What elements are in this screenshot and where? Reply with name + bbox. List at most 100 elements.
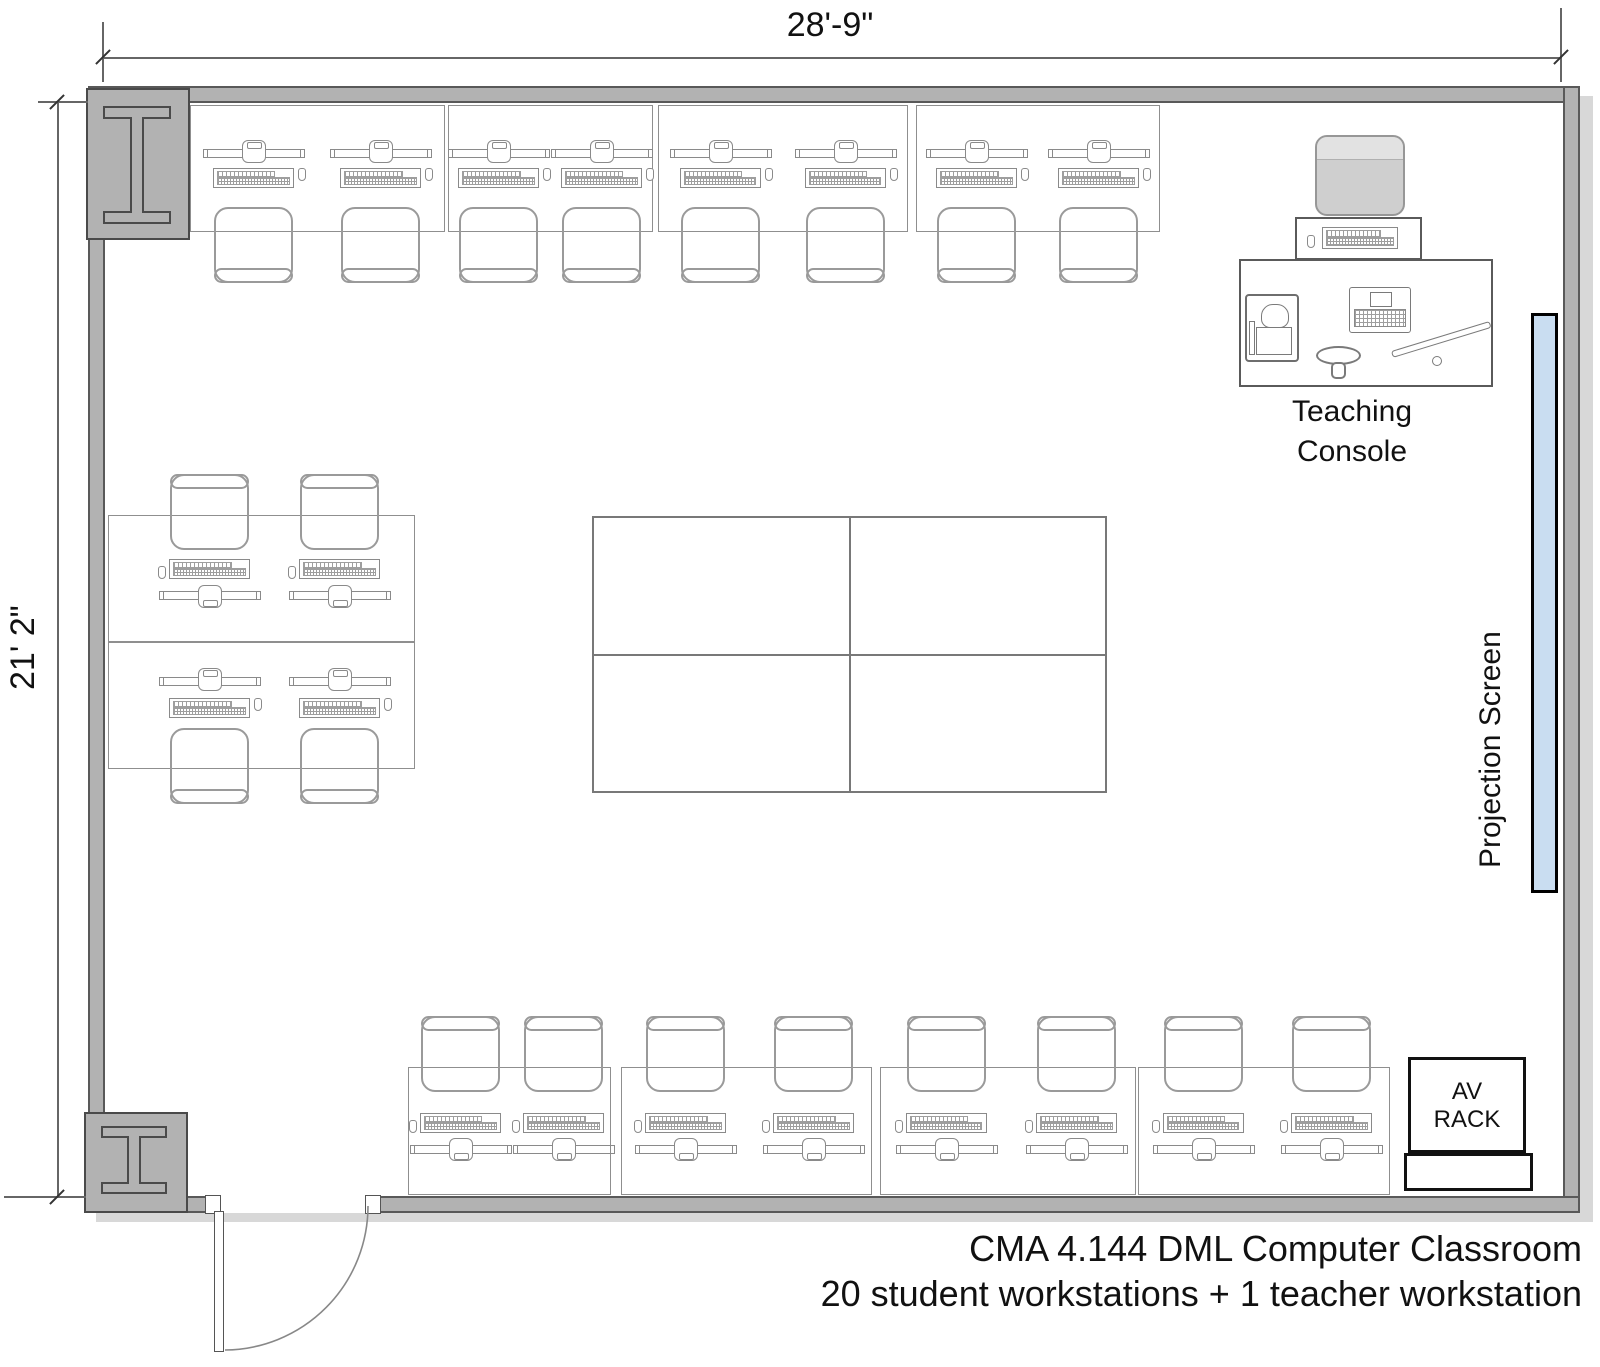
mouse <box>297 168 306 181</box>
chair-back <box>646 1016 726 1031</box>
mouse <box>288 566 296 579</box>
keyboard <box>419 1113 501 1133</box>
monitor-foot <box>970 142 985 149</box>
chair-back <box>805 268 885 283</box>
keyboard <box>645 1113 727 1133</box>
monitor-foot <box>1070 1153 1086 1160</box>
i-beam-icon <box>101 1126 167 1194</box>
chair-back <box>170 474 249 489</box>
keyboard <box>523 1113 605 1133</box>
mouse <box>1025 1120 1034 1133</box>
chair-back <box>561 268 641 283</box>
keyboard <box>1036 1113 1118 1133</box>
keyboard <box>299 698 380 718</box>
chair-back <box>459 268 539 283</box>
mouse <box>634 1120 643 1133</box>
monitor-foot <box>838 142 854 149</box>
stool-base <box>1331 362 1346 379</box>
mouse <box>894 1120 903 1133</box>
mouse <box>1143 168 1151 181</box>
mouse <box>425 168 434 181</box>
keyboard <box>212 168 294 188</box>
chair-back <box>170 789 249 804</box>
mouse <box>408 1120 417 1133</box>
mouse <box>1021 168 1029 181</box>
laptop-trackpad <box>1370 292 1392 307</box>
av-rack-base <box>1404 1153 1533 1191</box>
monitor-foot <box>1196 1153 1212 1160</box>
keyboard <box>804 168 886 188</box>
instructor-equipment <box>1315 135 1405 216</box>
width-dimension-label: 28'-9" <box>786 6 874 44</box>
monitor-foot <box>939 1153 955 1160</box>
keyboard <box>936 168 1017 188</box>
chair-back <box>524 1016 604 1031</box>
monitor-foot <box>333 670 348 677</box>
monitor-foot <box>1092 142 1107 149</box>
teaching-console-label-line2: Console <box>1296 435 1408 468</box>
monitor-foot <box>557 1153 573 1160</box>
keyboard <box>299 559 380 579</box>
av-rack-label-line1: AV <box>1451 1078 1483 1105</box>
chair-back <box>1163 1016 1243 1031</box>
door-jamb-right <box>365 1195 381 1214</box>
monitor-foot <box>374 142 390 149</box>
i-beam-icon <box>103 106 171 224</box>
chair-back <box>937 268 1016 283</box>
mouse <box>543 168 552 181</box>
keyboard <box>773 1113 855 1133</box>
mouse <box>158 566 166 579</box>
door-jamb-left <box>205 1195 221 1214</box>
keyboard <box>169 698 250 718</box>
mouse <box>889 168 898 181</box>
mouse <box>254 698 262 711</box>
wall-shadow-bottom <box>96 1213 1593 1222</box>
monitor-foot <box>203 670 218 677</box>
chair-back <box>1037 1016 1117 1031</box>
dimension-extension-bottom <box>4 1196 86 1198</box>
monitor-foot <box>1325 1153 1341 1160</box>
dimension-extension-left <box>102 22 104 82</box>
mouse <box>1151 1120 1160 1133</box>
keyboard <box>679 168 761 188</box>
chair-back <box>680 268 760 283</box>
mouse <box>1280 1120 1289 1133</box>
projection-screen-label: Projection Screen <box>1474 631 1507 869</box>
mouse <box>645 168 654 181</box>
laptop <box>1349 287 1411 333</box>
chair-back <box>213 268 293 283</box>
monitor-foot <box>807 1153 823 1160</box>
pod-divider <box>108 641 415 643</box>
mouse <box>384 698 392 711</box>
monitor-foot <box>333 600 348 607</box>
wall-shadow-right <box>1580 96 1593 1222</box>
dimension-extension-right <box>1560 8 1562 82</box>
chair-back <box>1292 1016 1372 1031</box>
chair-back <box>906 1016 986 1031</box>
keyboard <box>905 1113 987 1133</box>
av-rack: AV RACK <box>1408 1057 1526 1153</box>
monitor-foot <box>203 600 218 607</box>
monitor-foot <box>679 1153 695 1160</box>
keyboard <box>1291 1113 1373 1133</box>
chair-back <box>420 1016 500 1031</box>
lectern-slot <box>1249 321 1255 355</box>
keyboard <box>1058 168 1139 188</box>
table-divider-horizontal <box>592 654 1107 656</box>
mouse <box>762 1120 771 1133</box>
teaching-console-label-line1: Teaching <box>1291 395 1413 428</box>
keyboard <box>560 168 642 188</box>
chair-back <box>774 1016 854 1031</box>
phone-keypad-icon <box>1256 327 1292 355</box>
mouse <box>512 1120 521 1133</box>
lectern <box>1245 294 1299 362</box>
chair-back <box>300 789 379 804</box>
keyboard <box>1322 227 1398 249</box>
chair-back <box>300 474 379 489</box>
caption-line2: 20 student workstations + 1 teacher work… <box>820 1273 1582 1314</box>
mouse <box>764 168 773 181</box>
caption-line1: CMA 4.144 DML Computer Classroom <box>969 1228 1582 1269</box>
monitor-foot <box>594 142 610 149</box>
